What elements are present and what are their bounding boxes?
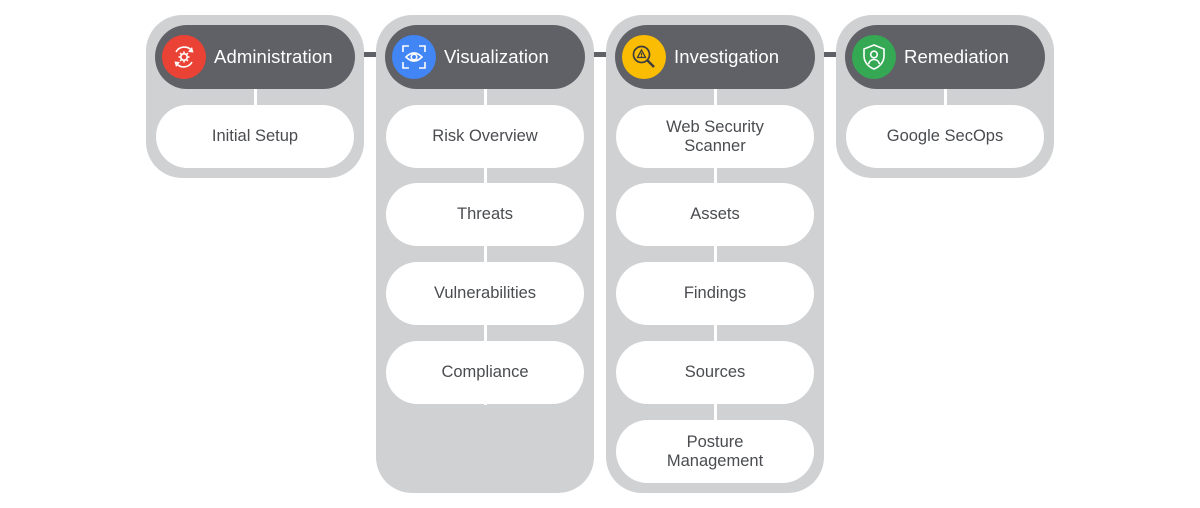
item-posture-management[interactable]: Posture Management (616, 420, 814, 483)
item-label: Google SecOps (886, 127, 1004, 145)
header-label: Investigation (674, 46, 780, 67)
column-stem (944, 89, 947, 105)
header-investigation[interactable]: Investigation (615, 25, 815, 89)
column-stem (484, 89, 487, 405)
connector-investigation-remediation (812, 52, 848, 57)
header-administration[interactable]: Administration (155, 25, 355, 89)
item-vulnerabilities[interactable]: Vulnerabilities (386, 262, 584, 325)
item-label: Threats (457, 205, 513, 223)
header-label: Visualization (444, 46, 549, 67)
item-web-security-scanner[interactable]: Web Security Scanner (616, 105, 814, 168)
header-label: Administration (214, 46, 333, 67)
item-label: Initial Setup (211, 127, 299, 145)
header-label: Remediation (904, 46, 1009, 67)
item-compliance[interactable]: Compliance (386, 341, 584, 404)
item-label: Risk Overview (432, 127, 538, 145)
search-warning-icon (622, 35, 666, 79)
header-visualization[interactable]: Visualization (385, 25, 585, 89)
item-assets[interactable]: Assets (616, 183, 814, 246)
header-remediation[interactable]: Remediation (845, 25, 1045, 89)
item-label: Assets (690, 205, 740, 223)
shield-user-icon (852, 35, 896, 79)
item-sources[interactable]: Sources (616, 341, 814, 404)
eye-focus-icon (392, 35, 436, 79)
item-findings[interactable]: Findings (616, 262, 814, 325)
column-investigation: Investigation Web Security Scanner Asset… (606, 15, 824, 493)
item-threats[interactable]: Threats (386, 183, 584, 246)
item-label: Compliance (441, 363, 529, 381)
item-label: Vulnerabilities (433, 284, 537, 302)
settings-sync-icon (162, 35, 206, 79)
connector-visualization-investigation (582, 52, 618, 57)
item-google-secops[interactable]: Google SecOps (846, 105, 1044, 168)
column-remediation: Remediation Google SecOps (836, 15, 1054, 178)
column-stem (714, 89, 717, 421)
item-label: Web Security Scanner (666, 117, 764, 155)
item-initial-setup[interactable]: Initial Setup (156, 105, 354, 168)
column-stem (254, 89, 257, 105)
item-label: Posture Management (666, 432, 764, 470)
column-visualization: Visualization Risk Overview Threats Vuln… (376, 15, 594, 493)
connector-admin-visualization (352, 52, 388, 57)
item-label: Findings (683, 284, 747, 302)
item-label: Sources (684, 363, 746, 381)
column-administration: Administration Initial Setup (146, 15, 364, 178)
item-risk-overview[interactable]: Risk Overview (386, 105, 584, 168)
